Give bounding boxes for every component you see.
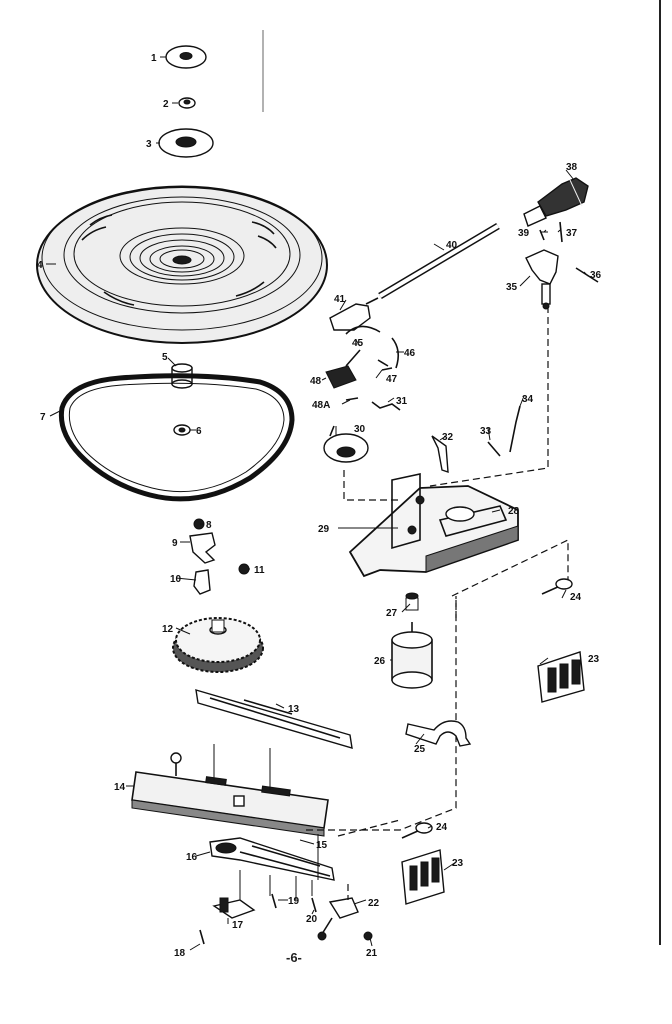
part-32-lever bbox=[431, 435, 449, 473]
part-41-headshell bbox=[329, 297, 379, 331]
dashed-link-lower bbox=[306, 596, 457, 900]
part-48-cartridge bbox=[325, 349, 361, 389]
callout-31: 31 bbox=[396, 396, 408, 407]
callout-2: 2 bbox=[163, 99, 169, 110]
callout-5: 5 bbox=[162, 352, 168, 363]
callout-14: 14 bbox=[114, 782, 126, 793]
dashed-link-upper bbox=[343, 306, 569, 620]
part-23-terminal-upper bbox=[537, 651, 585, 703]
part-26-motor bbox=[391, 622, 433, 689]
callout-25: 25 bbox=[414, 744, 426, 755]
part-35-arm-holder bbox=[525, 249, 559, 310]
part-19-screw bbox=[271, 893, 277, 909]
callout-38: 38 bbox=[566, 162, 578, 173]
leader-lines bbox=[46, 56, 589, 951]
part-37-pin bbox=[559, 221, 563, 243]
callout-22: 22 bbox=[368, 898, 380, 909]
part-17-bracket bbox=[212, 897, 256, 919]
part-46-guard bbox=[391, 337, 400, 369]
part-1-washer bbox=[165, 45, 207, 69]
callout-29: 29 bbox=[318, 524, 330, 535]
callout-15: 15 bbox=[316, 840, 328, 851]
callout-27: 27 bbox=[386, 608, 398, 619]
part-38-knob bbox=[523, 177, 589, 227]
callout-23-lower: 23 bbox=[452, 858, 464, 869]
part-31-spring bbox=[371, 401, 401, 411]
callout-36: 36 bbox=[590, 270, 602, 281]
part-45-wire bbox=[345, 325, 381, 335]
part-4-platter bbox=[36, 185, 328, 344]
part-10-lever bbox=[193, 569, 211, 595]
callout-7: 7 bbox=[40, 412, 46, 423]
callout-1: 1 bbox=[151, 53, 157, 64]
callout-8: 8 bbox=[206, 520, 212, 531]
callout-17: 17 bbox=[232, 920, 244, 931]
part-6-washer bbox=[173, 424, 191, 436]
part-24-lug-upper bbox=[541, 578, 573, 595]
part-16-slider bbox=[209, 837, 335, 881]
callout-45: 45 bbox=[352, 338, 364, 349]
callout-40: 40 bbox=[446, 240, 458, 251]
part-28-chassis bbox=[348, 473, 519, 578]
callout-30: 30 bbox=[354, 424, 366, 435]
part-12-gear bbox=[172, 617, 264, 673]
callout-41: 41 bbox=[334, 294, 346, 305]
callout-34: 34 bbox=[522, 394, 534, 405]
part-11-nut bbox=[238, 563, 250, 575]
part-18-screw bbox=[199, 929, 205, 945]
callout-23-upper: 23 bbox=[588, 654, 600, 665]
part-22-lever bbox=[317, 897, 359, 941]
callout-3: 3 bbox=[146, 139, 152, 150]
part-34-pin bbox=[509, 405, 521, 453]
callout-21: 21 bbox=[366, 948, 378, 959]
callout-47: 47 bbox=[386, 374, 398, 385]
callout-48: 48 bbox=[310, 376, 322, 387]
callout-11: 11 bbox=[254, 565, 265, 576]
part-30-cam bbox=[323, 425, 369, 463]
callout-35: 35 bbox=[506, 282, 518, 293]
part-25-bracket bbox=[405, 720, 472, 747]
callout-4: 4 bbox=[37, 260, 43, 271]
callout-24-upper: 24 bbox=[570, 592, 582, 603]
leader-lines-lower bbox=[213, 744, 319, 900]
callout-46: 46 bbox=[404, 348, 416, 359]
callout-26: 26 bbox=[374, 656, 386, 667]
part-9-bracket bbox=[189, 532, 216, 564]
part-23-terminal-lower bbox=[401, 849, 445, 905]
part-48a-stylus bbox=[345, 397, 359, 401]
callout-10: 10 bbox=[170, 574, 182, 585]
part-20-pin bbox=[311, 897, 317, 913]
part-3-washer bbox=[158, 128, 214, 158]
callout-16: 16 bbox=[186, 852, 198, 863]
callout-12: 12 bbox=[162, 624, 174, 635]
callout-20: 20 bbox=[306, 914, 318, 925]
callout-48a: 48A bbox=[312, 400, 330, 411]
part-27-motor-pulley bbox=[405, 592, 419, 611]
callout-9: 9 bbox=[172, 538, 178, 549]
part-47-clip bbox=[377, 359, 393, 371]
part-21-screw bbox=[363, 931, 373, 941]
callout-28: 28 bbox=[508, 506, 520, 517]
callout-32: 32 bbox=[442, 432, 454, 443]
page-number: -6- bbox=[286, 950, 302, 965]
callout-6: 6 bbox=[196, 426, 202, 437]
callout-39: 39 bbox=[518, 228, 530, 239]
callout-13: 13 bbox=[288, 704, 300, 715]
part-14-base-plate bbox=[131, 752, 329, 837]
callout-19: 19 bbox=[288, 896, 300, 907]
callout-18: 18 bbox=[174, 948, 186, 959]
callout-24-lower: 24 bbox=[436, 822, 448, 833]
part-2-clip bbox=[178, 97, 196, 109]
callout-33: 33 bbox=[480, 426, 492, 437]
part-33-link bbox=[487, 441, 501, 457]
callout-37: 37 bbox=[566, 228, 578, 239]
part-24-lug-lower bbox=[401, 822, 433, 839]
part-13-rack-bar bbox=[195, 689, 353, 749]
part-7-drive-belt bbox=[58, 373, 295, 502]
